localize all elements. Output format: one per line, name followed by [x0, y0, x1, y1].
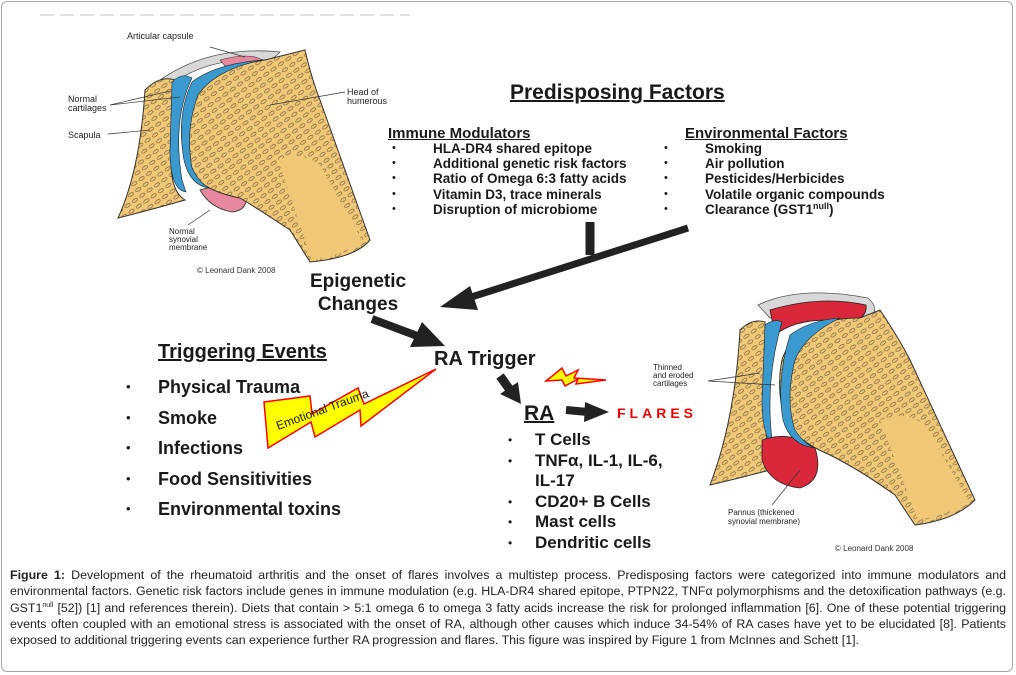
label-thinned-2: and eroded	[653, 371, 694, 380]
epigenetic-changes-label: Epigenetic Changes	[310, 271, 407, 315]
small-flare-bolt	[543, 366, 607, 388]
label-head-of-humerus-1: Head of	[347, 87, 379, 97]
list-item: •T Cells	[508, 430, 591, 449]
list-item: •Pesticides/Herbicides	[664, 171, 845, 187]
list-item: •Mast cells	[508, 512, 617, 531]
trigger-to-ra-arrow	[496, 373, 521, 404]
list-item: •Air pollution	[664, 156, 785, 172]
normal-joint-copyright: © Leonard Dank 2008	[197, 266, 276, 275]
ra-pannus-top	[769, 300, 867, 336]
list-item: •Environmental toxins	[126, 499, 342, 519]
environmental-factors-title: Environmental Factors	[685, 125, 848, 142]
figure-caption: Figure 1: Development of the rheumatoid …	[10, 568, 1007, 648]
ra-joint-copyright: © Leonard Dank 2008	[835, 544, 914, 553]
triggering-events-list: •Physical Trauma •Smoke •Infections •Foo…	[120, 372, 341, 525]
predisposing-to-epigenetic-arrow	[440, 222, 690, 310]
triggering-events-title: Triggering Events	[158, 341, 327, 363]
list-item: •Ratio of Omega 6:3 fatty acids	[392, 171, 627, 187]
label-synovial-3: membrane	[169, 243, 208, 252]
label-pannus-2: synovial membrane)	[728, 517, 801, 526]
faded-header-strip	[40, 14, 410, 16]
emotional-trauma-bolt	[263, 368, 437, 450]
epigenetic-to-trigger-arrow	[370, 315, 445, 347]
predisposing-factors-title: Predisposing Factors	[510, 81, 725, 104]
label-articular-capsule: Articular capsule	[127, 31, 194, 41]
list-item: •Additional genetic risk factors	[392, 156, 627, 172]
environmental-factors-list: •Smoking •Air pollution •Pesticides/Herb…	[662, 141, 885, 217]
ra-trigger-label: RA Trigger	[434, 348, 536, 370]
ra-cartilage-glenoid	[761, 320, 783, 449]
label-thinned-3: cartilages	[653, 379, 688, 388]
immune-modulators-title: Immune Modulators	[388, 125, 531, 142]
list-item: •Dendritic cells	[508, 532, 652, 552]
ra-cartilage-humeral	[780, 317, 841, 449]
list-item: •Clearance (GST1null)	[664, 200, 834, 217]
list-item: •Vitamin D3, trace minerals	[392, 186, 602, 202]
label-scapula: Scapula	[68, 130, 101, 140]
list-item: •Volatile organic compounds	[664, 186, 885, 202]
immune-modulators-list: •HLA-DR4 shared epitope •Additional gene…	[390, 141, 627, 217]
ra-scapula	[709, 320, 771, 486]
label-pannus-1: Pannus (thickened	[728, 508, 795, 517]
label-normal-cartilages-2: cartilages	[68, 103, 107, 113]
figure-artwork: Emotional Trauma	[107, 46, 976, 526]
ra-mediators-list: •T Cells •TNFα, IL-1, IL-6, IL-17 •CD20+…	[508, 430, 663, 553]
label-synovial-1: Normal	[169, 227, 195, 236]
list-item: •Smoking	[664, 141, 763, 156]
flares-label: FLARES	[617, 405, 697, 421]
label-synovial-2: synovial	[169, 235, 198, 244]
list-item: •Smoke	[126, 407, 218, 428]
list-item: •TNFα, IL-1, IL-6,	[508, 450, 663, 470]
ra-shaft	[880, 416, 968, 520]
label-thinned-1: Thinned	[653, 363, 682, 372]
list-item: •Disruption of microbiome	[392, 201, 598, 217]
ra-title: RA	[524, 402, 555, 425]
ra-pannus-bottom	[761, 436, 819, 489]
ra-joint-illustration	[707, 292, 976, 526]
list-item: •Infections	[126, 438, 244, 458]
normal-shaft	[278, 156, 362, 260]
label-head-of-humerus-2: humerous	[347, 96, 388, 106]
list-item: IL-17	[535, 471, 575, 490]
caption-label: Figure 1:	[10, 568, 66, 582]
list-item: •CD20+ B Cells	[508, 491, 651, 511]
normal-cartilage-humeral	[181, 59, 263, 189]
ra-to-flares-arrow	[565, 402, 609, 422]
list-item: •Physical Trauma	[126, 377, 301, 397]
normal-cartilage-glenoid	[169, 75, 193, 193]
label-normal-cartilages-1: Normal	[68, 94, 98, 104]
normal-joint-illustration	[107, 46, 371, 263]
list-item: •Food Sensitivities	[126, 468, 313, 489]
normal-scapula	[117, 78, 187, 219]
list-item: •HLA-DR4 shared epitope	[392, 141, 593, 156]
